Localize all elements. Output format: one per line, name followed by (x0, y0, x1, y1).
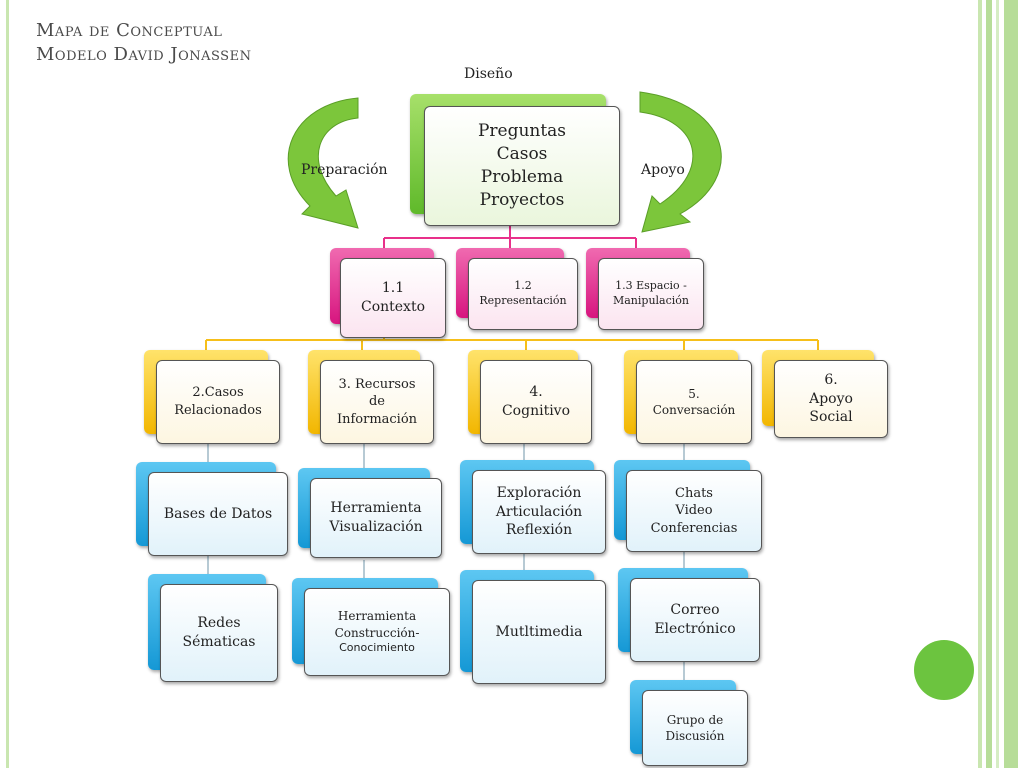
right-curved-arrow (639, 91, 722, 233)
node-herramienta-visualizacion-line1: Herramienta (330, 500, 422, 517)
node-chats-line3: Conferencias (650, 520, 738, 536)
node-chats-line2: Video (675, 503, 713, 519)
node-exploracion: Exploración Articulación Reflexión (460, 460, 606, 554)
node-herramienta-visualizacion: Herramienta Visualización (298, 468, 442, 558)
label-preparacion: Preparación (301, 162, 388, 178)
node-multimedia-line1: Mutltimedia (495, 623, 583, 640)
label-diseno: Diseño (464, 66, 513, 82)
node-grupo-discusion-line1: Grupo de (666, 712, 724, 727)
right-decor-stripe-4 (1004, 0, 1018, 768)
slide-title-line2: Modelo David Jonassen (36, 44, 252, 65)
node-conversacion-line2: Conversación (652, 403, 736, 417)
node-contexto-line2: Contexto (360, 299, 426, 315)
node-cognitivo-line2: Cognitivo (501, 403, 571, 419)
node-conversacion-line1: 5. (688, 386, 700, 401)
node-casos: 2.Casos Relacionados (144, 350, 280, 444)
node-grupo-discusion: Grupo de Discusión (630, 680, 748, 766)
node-contexto: 1.1 Contexto (330, 248, 446, 338)
node-exploracion-line1: Exploración (496, 484, 582, 501)
node-redes-sematicas-line2: Sématicas (182, 634, 256, 650)
node-recursos-line3: Información (336, 411, 418, 427)
node-correo-line2: Electrónico (654, 621, 736, 637)
node-cognitivo: 4. Cognitivo (468, 350, 592, 444)
node-espacio-line2: Manipulación (612, 294, 689, 307)
node-recursos-line1: 3. Recursos (338, 376, 416, 392)
slide-title-line1: Mapa de Conceptual (36, 20, 223, 41)
node-contexto-line1: 1.1 (381, 280, 405, 297)
node-espacio: 1.3 Espacio - Manipulación (586, 248, 704, 330)
node-apoyo-social-line1: 6. (824, 371, 838, 388)
left-decor-stripe (6, 0, 9, 768)
node-herramienta-visualizacion-line2: Visualización (329, 519, 423, 535)
node-multimedia: Mutltimedia (460, 570, 606, 684)
node-herramienta-construccion-line1: Herramienta (337, 609, 417, 624)
node-redes-sematicas: Redes Sématicas (148, 574, 278, 682)
node-representacion: 1.2 Representación (456, 248, 578, 330)
node-exploracion-line3: Reflexión (505, 522, 573, 539)
node-recursos-line2: de (368, 394, 385, 410)
node-preguntas-line3: Problema (480, 167, 564, 187)
node-apoyo-social-line3: Social (809, 409, 853, 426)
right-decor-stripe-3 (996, 0, 999, 768)
node-herramienta-construccion-line2: Construcción- (334, 625, 420, 640)
node-casos-line1: 2.Casos (192, 385, 244, 401)
node-recursos: 3. Recursos de Información (308, 350, 434, 444)
node-grupo-discusion-line2: Discusión (665, 729, 725, 743)
node-chats-line1: Chats (675, 485, 713, 501)
decor-green-circle (914, 640, 974, 700)
node-representacion-line1: 1.2 (514, 279, 532, 293)
node-preguntas-line1: Preguntas (477, 121, 567, 142)
label-apoyo: Apoyo (641, 162, 685, 178)
node-exploracion-line2: Articulación (495, 503, 583, 520)
node-chats: Chats Video Conferencias (614, 460, 762, 552)
node-apoyo-social: 6. Apoyo Social (762, 350, 888, 438)
node-herramienta-construccion: Herramienta Construcción- Conocimiento (292, 578, 450, 676)
node-correo: Correo Electrónico (618, 568, 760, 662)
node-preguntas-line2: Casos (496, 144, 548, 165)
node-apoyo-social-line2: Apoyo (809, 390, 853, 407)
node-bases-datos: Bases de Datos (136, 462, 288, 556)
node-herramienta-construccion-line3: Conocimiento (339, 640, 415, 654)
node-espacio-line1: 1.3 Espacio - (615, 279, 687, 293)
node-preguntas-line4: Proyectos (479, 189, 565, 210)
right-decor-stripe-2 (986, 0, 992, 768)
node-preguntas: Preguntas Casos Problema Proyectos (410, 94, 620, 228)
left-curved-arrow (287, 97, 359, 229)
node-cognitivo-line1: 4. (529, 384, 543, 401)
node-conversacion: 5. Conversación (624, 350, 752, 444)
node-representacion-line2: Representación (479, 294, 567, 307)
node-casos-line2: Relacionados (174, 403, 262, 418)
node-correo-line1: Correo (670, 602, 720, 619)
right-decor-stripe-1 (978, 0, 982, 768)
node-redes-sematicas-line1: Redes (197, 615, 241, 632)
node-bases-datos-line1: Bases de Datos (163, 505, 273, 522)
